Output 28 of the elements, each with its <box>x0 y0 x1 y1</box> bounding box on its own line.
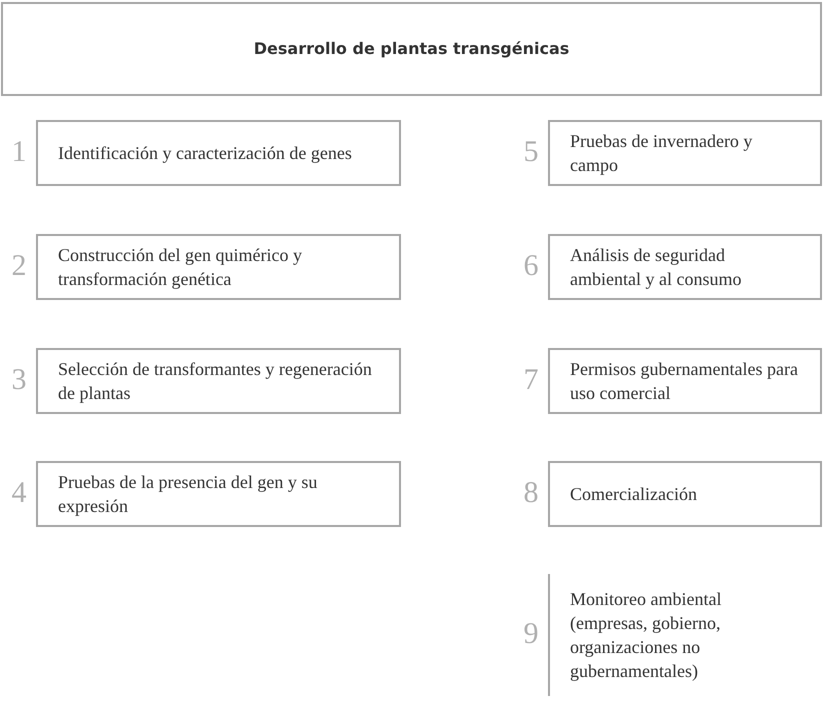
step-box <box>36 348 401 414</box>
step-number: 5 <box>522 135 540 169</box>
step-text: Selección de transformantes y regeneración de plantas <box>58 358 373 405</box>
step-box <box>548 461 822 527</box>
step-text: Monitoreo ambiental (empresas, gobierno, organizaciones no gubernamentales) <box>570 588 722 683</box>
step-box <box>36 234 401 300</box>
step-number: 8 <box>522 476 540 510</box>
step-text: Identificación y caracterización de genes <box>58 142 352 165</box>
step-box <box>548 234 822 300</box>
step-text: Pruebas de invernadero y campo <box>570 130 754 177</box>
step-text: Permisos gubernamentales para uso comercial <box>570 358 799 405</box>
step-text: Análisis de seguridad ambiental y al consumo <box>570 244 742 291</box>
step-box <box>548 348 822 414</box>
step-number: 1 <box>10 135 28 169</box>
step-number: 7 <box>522 363 540 397</box>
step-text: Pruebas de la presencia del gen y su expresión <box>58 471 318 518</box>
step-number: 3 <box>10 363 28 397</box>
step-number: 9 <box>522 617 540 651</box>
step-number: 6 <box>522 249 540 283</box>
step-number: 2 <box>10 249 28 283</box>
step-box <box>36 120 401 186</box>
title-text: Desarrollo de plantas transgénicas <box>254 38 570 60</box>
step-text: Comercialización <box>570 483 697 506</box>
step-box <box>36 461 401 527</box>
step-box <box>548 120 822 186</box>
step-number: 4 <box>10 476 28 510</box>
title-box <box>1 2 822 96</box>
step-text: Construcción del gen quimérico y transformación genética <box>58 244 303 291</box>
